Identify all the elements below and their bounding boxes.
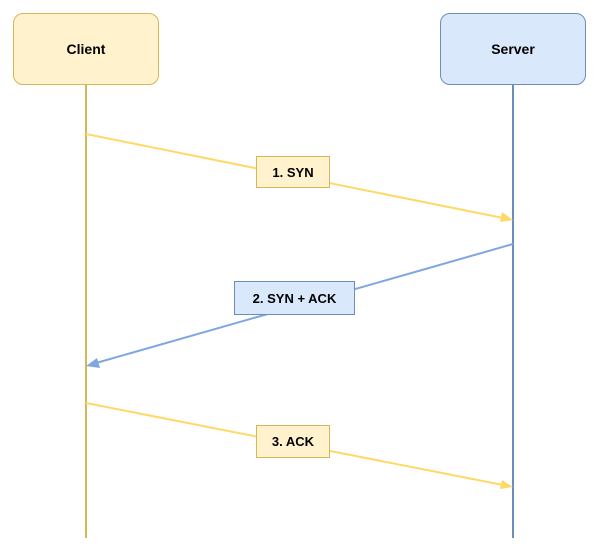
- ack-message-label: 3. ACK: [256, 425, 330, 458]
- syn-message-label: 1. SYN: [256, 156, 330, 188]
- syn-message-text: 1. SYN: [272, 164, 314, 180]
- ack-arrowhead: [500, 480, 513, 489]
- syn-ack-message-text: 2. SYN + ACK: [252, 290, 337, 306]
- client-participant: Client: [13, 13, 159, 85]
- syn-ack-arrowhead: [86, 358, 100, 368]
- client-label: Client: [66, 41, 106, 57]
- syn-arrowhead: [500, 212, 513, 222]
- server-participant: Server: [440, 13, 586, 85]
- ack-message-text: 3. ACK: [271, 434, 315, 449]
- server-label: Server: [491, 41, 535, 57]
- syn-ack-message-label: 2. SYN + ACK: [234, 281, 355, 315]
